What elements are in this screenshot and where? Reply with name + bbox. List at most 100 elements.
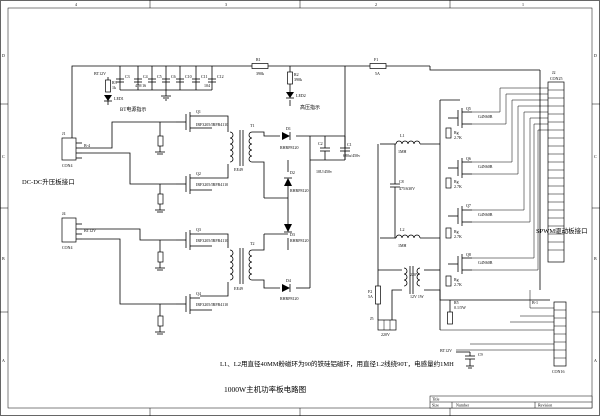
t1-ref: T1 bbox=[250, 123, 254, 128]
l2-value: 1MH bbox=[398, 243, 407, 248]
mosfet-q4 bbox=[176, 294, 200, 314]
r2-ref: R2 bbox=[294, 72, 299, 77]
igbt-q8 bbox=[448, 254, 472, 274]
j1-label: CON4 bbox=[62, 163, 72, 168]
r5-ref: R5 bbox=[454, 300, 459, 305]
col-label-1: 1 bbox=[522, 2, 524, 7]
rg-q7-ref: Rg bbox=[454, 229, 459, 234]
j4-note: BT12V bbox=[84, 228, 96, 233]
title-block-size: Size bbox=[432, 403, 439, 408]
spwm-interface-label: SPWM驱动板接口 bbox=[536, 226, 588, 235]
r1-ref: R1 bbox=[256, 57, 261, 62]
row-label-c-right: C bbox=[594, 154, 597, 159]
gate-resistors-low bbox=[157, 135, 164, 327]
c1-ref: C1 bbox=[347, 142, 352, 147]
fuse-f1 bbox=[369, 63, 387, 69]
q3-ref: Q3 bbox=[196, 227, 201, 232]
j2-ref: J2 bbox=[552, 70, 556, 75]
title-block-revision: Revision bbox=[538, 403, 552, 408]
l2-ref: L2 bbox=[400, 227, 404, 232]
igbt-q7 bbox=[448, 206, 472, 226]
low-side-wiring bbox=[82, 115, 229, 332]
rg-q6 bbox=[445, 177, 452, 189]
r3-value: 1k bbox=[112, 85, 116, 90]
q3-value: IRF3205/IRFB4110 bbox=[196, 238, 228, 243]
row-label-a: A bbox=[2, 358, 5, 363]
title-block-title: Title bbox=[432, 397, 440, 402]
q5-ref: Q5 bbox=[466, 106, 471, 111]
q4-ref: Q4 bbox=[196, 291, 201, 296]
c12-ref: C12 bbox=[217, 74, 224, 79]
diode-d2 bbox=[284, 177, 292, 186]
c9-branch bbox=[456, 351, 475, 369]
t2-core: EE49 bbox=[234, 286, 243, 291]
l1-value: 1MH bbox=[398, 149, 407, 154]
aux-wiring bbox=[377, 144, 550, 320]
hv-indicator-label: 高压指示 bbox=[300, 104, 320, 111]
f1-ref: F1 bbox=[374, 57, 378, 62]
j4-ref: J4 bbox=[62, 211, 66, 216]
j1-note: B-4 bbox=[84, 143, 90, 148]
resistor-r1 bbox=[251, 63, 269, 69]
row-label-b-right: B bbox=[594, 256, 597, 261]
c3-value: 470/16 bbox=[135, 83, 146, 88]
j5-value: 220V bbox=[381, 332, 390, 337]
rg-q7 bbox=[445, 227, 452, 239]
igbt-q6 bbox=[448, 158, 472, 178]
q8-value: G4N60B bbox=[478, 260, 493, 265]
led1-ref: LED1 bbox=[114, 96, 124, 101]
r2-value: 390k bbox=[294, 77, 302, 82]
led2-symbol bbox=[286, 92, 294, 98]
q5-value: G4N60B bbox=[478, 114, 493, 119]
inductor-l1 bbox=[380, 140, 440, 145]
ground-cap-bank bbox=[161, 90, 171, 101]
row-label-d: D bbox=[2, 53, 5, 58]
resistor-r3 bbox=[105, 79, 111, 93]
igbt-q5 bbox=[448, 108, 472, 128]
title-block-number: Number bbox=[456, 403, 470, 408]
c10-ref: C10 bbox=[185, 74, 192, 79]
f2-value: 5A bbox=[368, 294, 373, 299]
rg-q8 bbox=[445, 275, 452, 287]
d4-ref: D4 bbox=[286, 278, 291, 283]
transformer-t2 bbox=[229, 248, 253, 284]
mosfet-q3 bbox=[176, 230, 200, 250]
rg-q6-value: 2.7K bbox=[454, 184, 462, 189]
d3-value: RHRP8120 bbox=[290, 238, 308, 243]
c5-ref: C5 bbox=[157, 74, 162, 79]
xfmr-primary: 220V bbox=[410, 272, 419, 277]
d2-value: RHRP8120 bbox=[290, 188, 308, 193]
c8-ref: C8 bbox=[399, 179, 404, 184]
d3-ref: D3 bbox=[290, 232, 295, 237]
connector-j4 bbox=[61, 217, 82, 243]
inductor-l2 bbox=[380, 234, 440, 239]
capacitor-plates bbox=[116, 78, 216, 83]
q6-ref: Q6 bbox=[466, 156, 471, 161]
j5-ref: J5 bbox=[370, 316, 374, 321]
j3-label: CON16 bbox=[552, 369, 564, 374]
hv-filter-caps bbox=[310, 136, 350, 161]
connector-j5 bbox=[377, 319, 397, 331]
q7-ref: Q7 bbox=[466, 203, 471, 208]
connector-j3 bbox=[553, 301, 567, 367]
title-block bbox=[429, 395, 593, 409]
aux-transformer bbox=[403, 266, 421, 294]
fuse-f2 bbox=[375, 285, 381, 305]
xfmr-secondary: 12V 1W bbox=[410, 294, 424, 299]
led2-ref: LED2 bbox=[296, 93, 306, 98]
col-label-3: 3 bbox=[225, 2, 227, 7]
mosfet-q2 bbox=[176, 174, 200, 194]
diode-d4 bbox=[282, 284, 291, 292]
low-side-grounds bbox=[155, 151, 165, 335]
diode-d1 bbox=[282, 132, 291, 140]
rg-q8-ref: Rg bbox=[454, 277, 459, 282]
bt-indicator-label: BT电源指示 bbox=[120, 106, 146, 113]
r1-value: 390k bbox=[256, 71, 264, 76]
rectifier-wiring bbox=[252, 131, 345, 289]
rg-q5-value: 2.7K bbox=[454, 135, 462, 140]
r3-ref: R3 bbox=[112, 80, 117, 85]
dcdc-interface-label: DC-DC升压板接口 bbox=[22, 177, 75, 186]
